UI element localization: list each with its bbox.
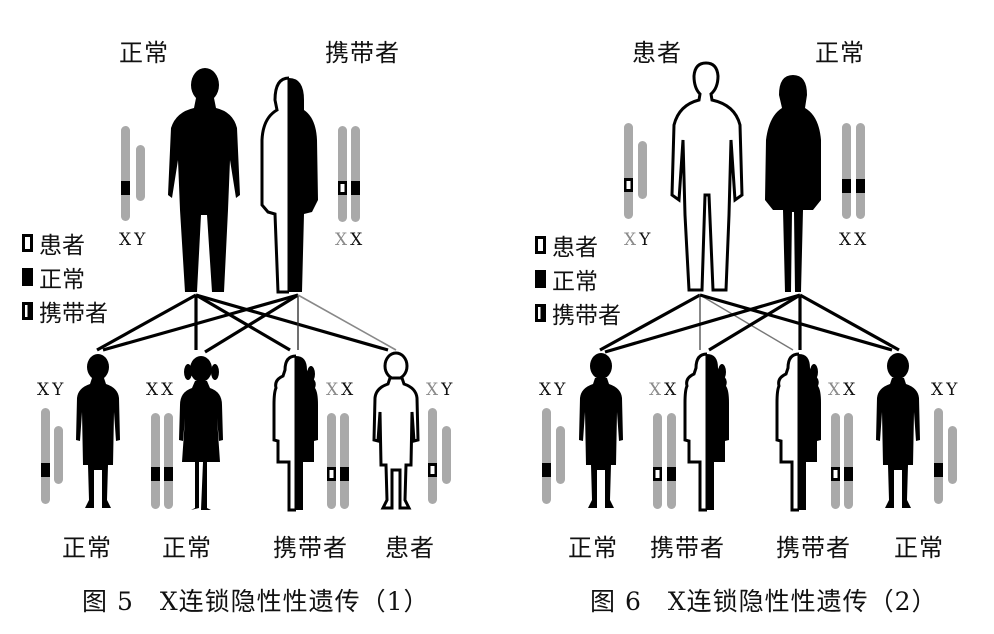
solid-square-icon [535, 270, 546, 288]
normal-allele-marker [121, 181, 130, 195]
child-3-karyotype: XX [828, 380, 859, 400]
child-3-chromosomes [327, 413, 349, 509]
legend-label: 患者 [39, 233, 85, 259]
legend-item-patient: 患者 [535, 228, 621, 262]
child-1-status-label: 正常 [568, 534, 618, 562]
father-figure [168, 68, 240, 292]
child-1-karyotype: XY [37, 380, 67, 400]
legend-label: 携带者 [552, 303, 621, 329]
mother-figure [765, 75, 821, 292]
child-2-karyotype: XX [146, 380, 177, 400]
legend-item-normal: 正常 [535, 262, 621, 296]
legend-label: 正常 [552, 269, 598, 295]
child-4-figure [876, 353, 920, 508]
child-3-status-label: 携带者 [776, 534, 851, 562]
pedigree-graphic [542, 61, 957, 512]
mother-status-label: 正常 [815, 39, 865, 67]
legend-item-normal: 正常 [22, 260, 108, 294]
recessive-allele-marker [626, 181, 631, 189]
recessive-allele-marker [340, 184, 345, 192]
pedigree-graphic [41, 68, 451, 512]
child-2-status-label: 正常 [162, 534, 212, 562]
child-2-karyotype: XX [649, 380, 680, 400]
open-square-icon [22, 234, 33, 252]
legend-label: 正常 [39, 267, 85, 293]
child-1-figure [579, 353, 623, 508]
inheritance-lines [96, 293, 397, 354]
child-2-figure [683, 352, 729, 512]
legend-label: 患者 [552, 235, 598, 261]
legend: 患者 正常 携带者 [535, 228, 621, 330]
mother-status-label: 携带者 [325, 39, 400, 67]
father-status-label: 患者 [632, 39, 682, 67]
child-2-status-label: 携带者 [650, 534, 725, 562]
legend-item-carrier: 携带者 [22, 294, 108, 328]
half-filled-square-icon [22, 302, 33, 320]
child-4-status-label: 患者 [385, 534, 435, 562]
father-status-label: 正常 [119, 39, 169, 67]
mother-chromosomes [338, 126, 360, 222]
child-3-figure [272, 354, 318, 512]
child-4-chromosomes [428, 408, 451, 504]
child-4-status-label: 正常 [894, 534, 944, 562]
father-karyotype: XY [119, 230, 149, 250]
figure-6-panel: 患者 正常 患者 正常 携带者 [497, 0, 994, 634]
child-1-figure [76, 354, 120, 508]
mother-karyotype: XX [839, 230, 870, 250]
open-square-icon [535, 236, 546, 254]
figure-5-panel: 正常 携带者 患者 正常 携带者 [22, 39, 456, 616]
child-2-chromosomes [653, 413, 676, 509]
child-4-figure [372, 351, 420, 510]
child-4-chromosomes [934, 408, 957, 504]
inheritance-lines [599, 293, 900, 354]
figure-caption: 图 6 X连锁隐性性遗传（2） [590, 587, 938, 616]
figure-caption: 图 5 X连锁隐性性遗传（1） [82, 587, 430, 616]
child-1-status-label: 正常 [62, 534, 112, 562]
legend-item-carrier: 携带者 [535, 296, 621, 330]
legend: 患者 正常 携带者 [22, 226, 108, 328]
child-1-karyotype: XY [539, 380, 569, 400]
mother-karyotype: XX [335, 230, 366, 250]
father-figure [670, 61, 744, 292]
child-2-chromosomes [151, 413, 173, 509]
child-2-figure [179, 356, 223, 510]
legend-label: 携带者 [39, 301, 108, 327]
child-3-figure [775, 352, 821, 512]
normal-allele-marker [351, 181, 360, 195]
father-karyotype: XY [624, 230, 654, 250]
child-3-chromosomes [831, 413, 853, 509]
child-1-chromosomes [41, 408, 63, 504]
mother-chromosomes [842, 123, 865, 219]
mother-figure [260, 76, 318, 294]
child-4-karyotype: XY [931, 380, 961, 400]
legend-item-patient: 患者 [22, 226, 108, 260]
child-3-karyotype: XX [326, 380, 357, 400]
father-chromosomes [624, 123, 647, 219]
child-3-status-label: 携带者 [273, 534, 348, 562]
father-chromosomes [121, 126, 145, 221]
half-filled-square-icon [535, 304, 546, 322]
solid-square-icon [22, 268, 33, 286]
child-4-karyotype: XY [426, 380, 456, 400]
child-1-chromosomes [542, 408, 565, 504]
